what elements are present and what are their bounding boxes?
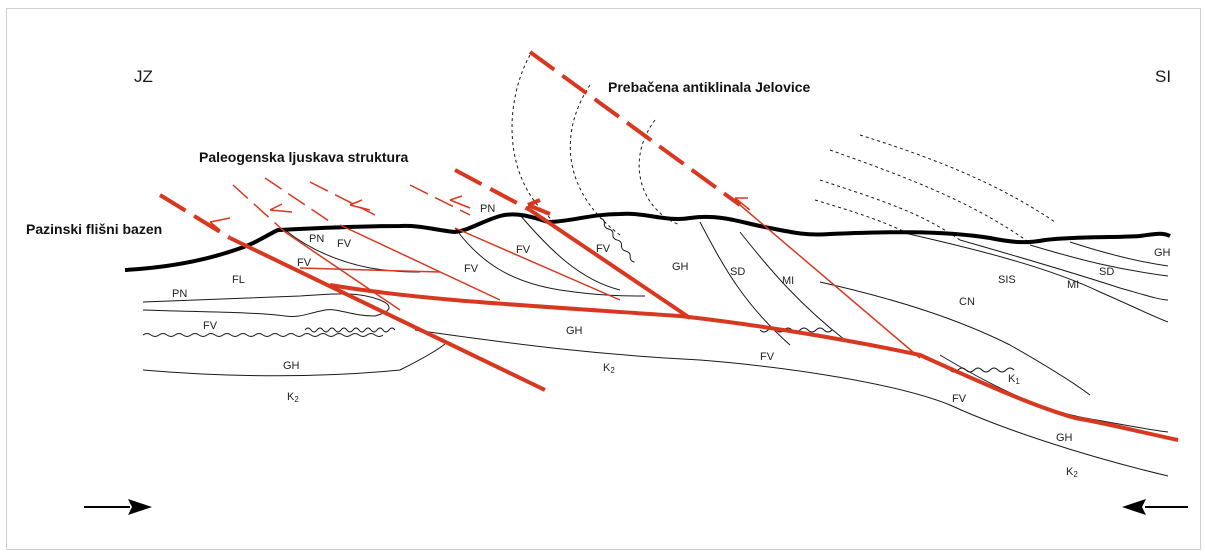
right-trace-3: [814, 199, 906, 233]
fault-arrow-6: [734, 197, 751, 211]
label-sis: SIS: [998, 274, 1016, 286]
label-sd-mid: SD: [730, 266, 745, 278]
label-pn-left: PN: [172, 288, 187, 300]
label-fv-1: FV: [337, 238, 352, 250]
fault-arrow-4: [449, 195, 471, 209]
sis-upper-boundary: [899, 231, 1169, 323]
unconformity-left-2: [304, 327, 396, 333]
basin-title: Pazinski flišni bazen: [26, 221, 162, 237]
label-k2-center-sub: 2: [610, 366, 615, 375]
label-fv-4: FV: [516, 244, 531, 256]
unconformity-fv-right: [949, 367, 1015, 373]
label-gh-right: GH: [1154, 247, 1171, 259]
label-fv-center: FV: [760, 351, 775, 363]
faults: [158, 50, 1179, 442]
label-k2-left-sub: 2: [294, 395, 299, 404]
compression-arrow-right: [1122, 499, 1188, 515]
jelovica-fault: [739, 204, 921, 359]
label-k2-right-sub: 2: [1073, 470, 1078, 479]
imbricate-line-1: [284, 229, 421, 273]
label-sd-right: SD: [1099, 266, 1114, 278]
label-fv-3: FV: [464, 263, 479, 275]
direction-left-label: JZ: [134, 67, 153, 86]
label-k1-sub: 1: [1015, 377, 1020, 386]
label-fv-5: FV: [596, 243, 611, 255]
label-mi-mid: MI: [782, 275, 794, 287]
gh-sd-boundary: [699, 221, 791, 346]
label-fv-right: FV: [952, 393, 967, 405]
label-fv-2: FV: [297, 257, 312, 269]
unconformity-gh-axis: [599, 217, 635, 263]
label-gh-center: GH: [566, 325, 583, 337]
thrust-basin-projection: [158, 193, 232, 240]
label-k1: K1: [1008, 373, 1020, 386]
pn-layer-boundary: [142, 293, 390, 317]
label-k2-left: K2: [287, 391, 299, 404]
right-trace-4: [859, 134, 1056, 223]
label-pn-2: PN: [480, 203, 495, 215]
fault-arrow-1: [209, 217, 231, 231]
imbricate-title: Paleogenska ljuskava struktura: [199, 149, 409, 165]
arrow-right-icon: [128, 499, 152, 515]
anticline-thrust: [528, 208, 692, 320]
direction-right-label: SI: [1155, 67, 1171, 86]
imbricate-projection-3: [309, 181, 376, 216]
arrow-left-icon: [1122, 499, 1146, 515]
imbricate-projection-1: [232, 184, 286, 233]
fold-trace-1: [511, 54, 556, 223]
strata-lines: [142, 214, 1169, 477]
unit-labels: FL PN FV GH K2 PN FV FV FV PN FV FV GH S…: [172, 203, 1171, 479]
label-k1-main: K: [1008, 373, 1016, 385]
right-trace-2: [819, 179, 961, 241]
label-fv-left: FV: [203, 320, 218, 332]
fold-trace-2: [569, 84, 621, 236]
thrust-basin: [229, 236, 546, 392]
label-gh-left: GH: [283, 360, 300, 372]
diagram-frame: [6, 8, 1201, 550]
label-gh-mid: GH: [672, 261, 689, 273]
imbricate-line-3: [519, 214, 621, 291]
basal-thrust: [329, 283, 1179, 442]
imbricate-fault-1: [284, 231, 401, 311]
label-k2-right: K2: [1066, 466, 1078, 479]
imbricate-projection-4: [409, 184, 471, 216]
compression-arrow-left: [84, 499, 152, 515]
imbricate-fault-3: [339, 224, 501, 301]
sd-mi-boundary: [739, 231, 846, 341]
unconformity-left: [142, 333, 384, 337]
topography-line: [124, 211, 1171, 272]
label-cn: CN: [959, 296, 975, 308]
fault-arrow-3: [349, 199, 371, 211]
mi-upper-boundary: [959, 239, 1169, 301]
label-gh-lower-right: GH: [1056, 432, 1073, 444]
label-pn-1: PN: [309, 233, 324, 245]
jelovica-fault-projection: [528, 50, 742, 207]
right-trace-1: [829, 149, 1031, 244]
label-k2-center-main: K: [603, 362, 611, 374]
anticline-thrust-projection: [454, 168, 531, 212]
label-k2-center: K2: [603, 362, 615, 375]
gh-upper-boundary: [1069, 241, 1169, 267]
imbricate-fault-4: [454, 227, 621, 301]
eroded-fold-traces: [511, 54, 1056, 244]
fault-arrow-2: [269, 203, 293, 213]
imbricate-projection-2: [264, 177, 336, 226]
label-fl: FL: [232, 274, 245, 286]
sd-upper-boundary: [1029, 244, 1169, 277]
gh-k2-boundary: [414, 329, 1169, 477]
anticline-title: Prebačena antiklinala Jelovice: [608, 79, 811, 95]
mi-cn-boundary: [819, 281, 1091, 396]
fault-arrow-5: [527, 198, 551, 216]
imbricate-fault-2: [299, 267, 441, 273]
gh-k2-boundary-left: [142, 343, 446, 377]
label-k2-left-main: K: [287, 391, 295, 403]
label-mi-right: MI: [1067, 279, 1079, 291]
k1-upper-boundary: [939, 354, 1169, 433]
label-k2-right-main: K: [1066, 466, 1074, 478]
imbricate-line-2: [454, 227, 646, 297]
